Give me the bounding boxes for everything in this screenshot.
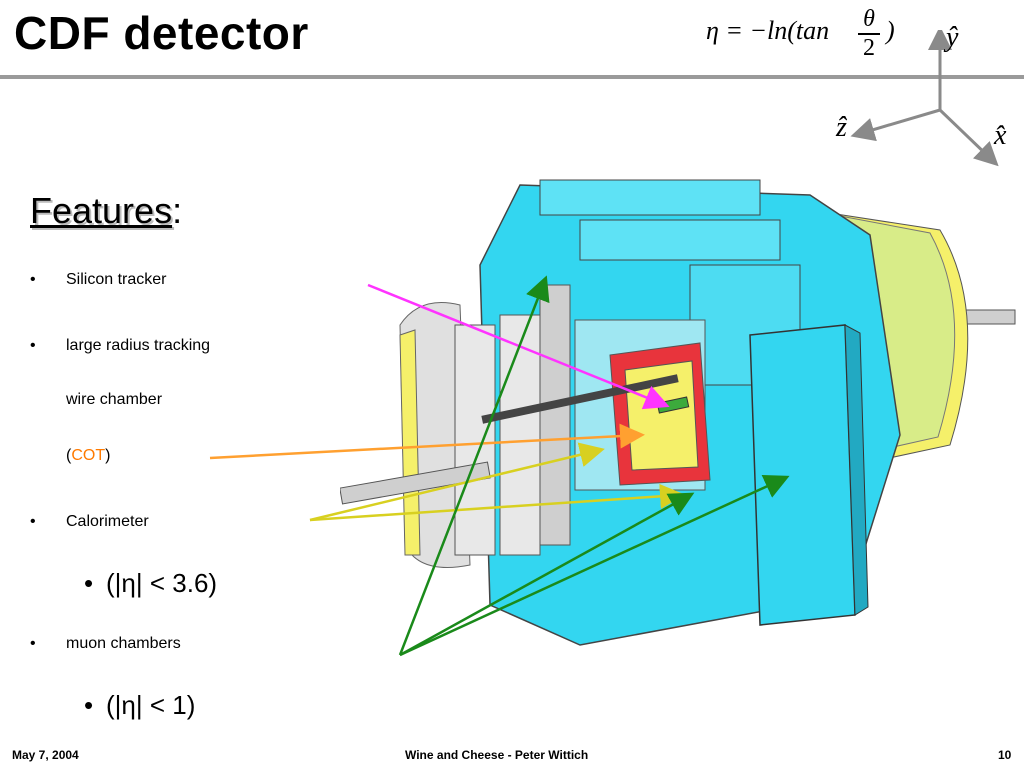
eta-formula: η = −ln(tan θ 2 ) (706, 6, 895, 61)
footer-page-number: 10 (998, 748, 1012, 762)
cot-arrow (209, 423, 645, 460)
beam-line (481, 374, 679, 424)
silicon-arrow (367, 283, 670, 410)
bullet-tracking: •large radius tracking (30, 337, 211, 354)
calorimeter-arrow-1 (309, 442, 605, 522)
slide-title: CDF detector (14, 7, 309, 59)
bullet-muon-eta: •(|η| < 1) (84, 690, 196, 720)
title-divider (0, 75, 1024, 79)
top-muon-block (539, 179, 761, 216)
y-axis-label: ŷ (946, 22, 959, 53)
fraction-bar (858, 33, 880, 35)
footer-date: May 7, 2004 (12, 748, 79, 762)
formula-close: ) (886, 16, 895, 45)
formula-lhs: η = −ln(tan (706, 16, 830, 45)
z-axis-label: ẑ (836, 112, 847, 143)
formula-denominator: 2 (863, 34, 875, 61)
features-label: Features (30, 190, 173, 231)
cot-label: COT (71, 447, 106, 464)
x-axis-label: x̂ (994, 120, 1007, 151)
muon-arrow-1 (398, 275, 550, 656)
bullet-cot: (COT) (66, 447, 111, 464)
bullet-silicon: •Silicon tracker (30, 271, 167, 288)
muon-arrow-2 (399, 492, 695, 657)
footer-center: Wine and Cheese - Peter Wittich (405, 748, 589, 762)
endwall-plate (454, 324, 496, 556)
bullet-tracking-line2: wire chamber (66, 391, 163, 408)
calorimeter-arrow-2 (309, 483, 685, 522)
formula-numerator: θ (863, 6, 875, 32)
formula-fraction: θ 2 (854, 6, 884, 62)
muon-arrow-3 (399, 474, 790, 657)
x-axis-line (938, 108, 999, 167)
bullet-calorimeter: •Calorimeter (30, 513, 149, 530)
beam-pipe-left (340, 461, 491, 505)
features-heading: Features: (30, 190, 183, 231)
bullet-calorimeter-eta: •(|η| < 3.6) (84, 568, 218, 598)
bullet-muon: •muon chambers (30, 635, 181, 652)
z-axis-line (850, 108, 941, 142)
cdf-detector-illustration (340, 179, 1016, 646)
coordinate-axes (850, 30, 999, 167)
